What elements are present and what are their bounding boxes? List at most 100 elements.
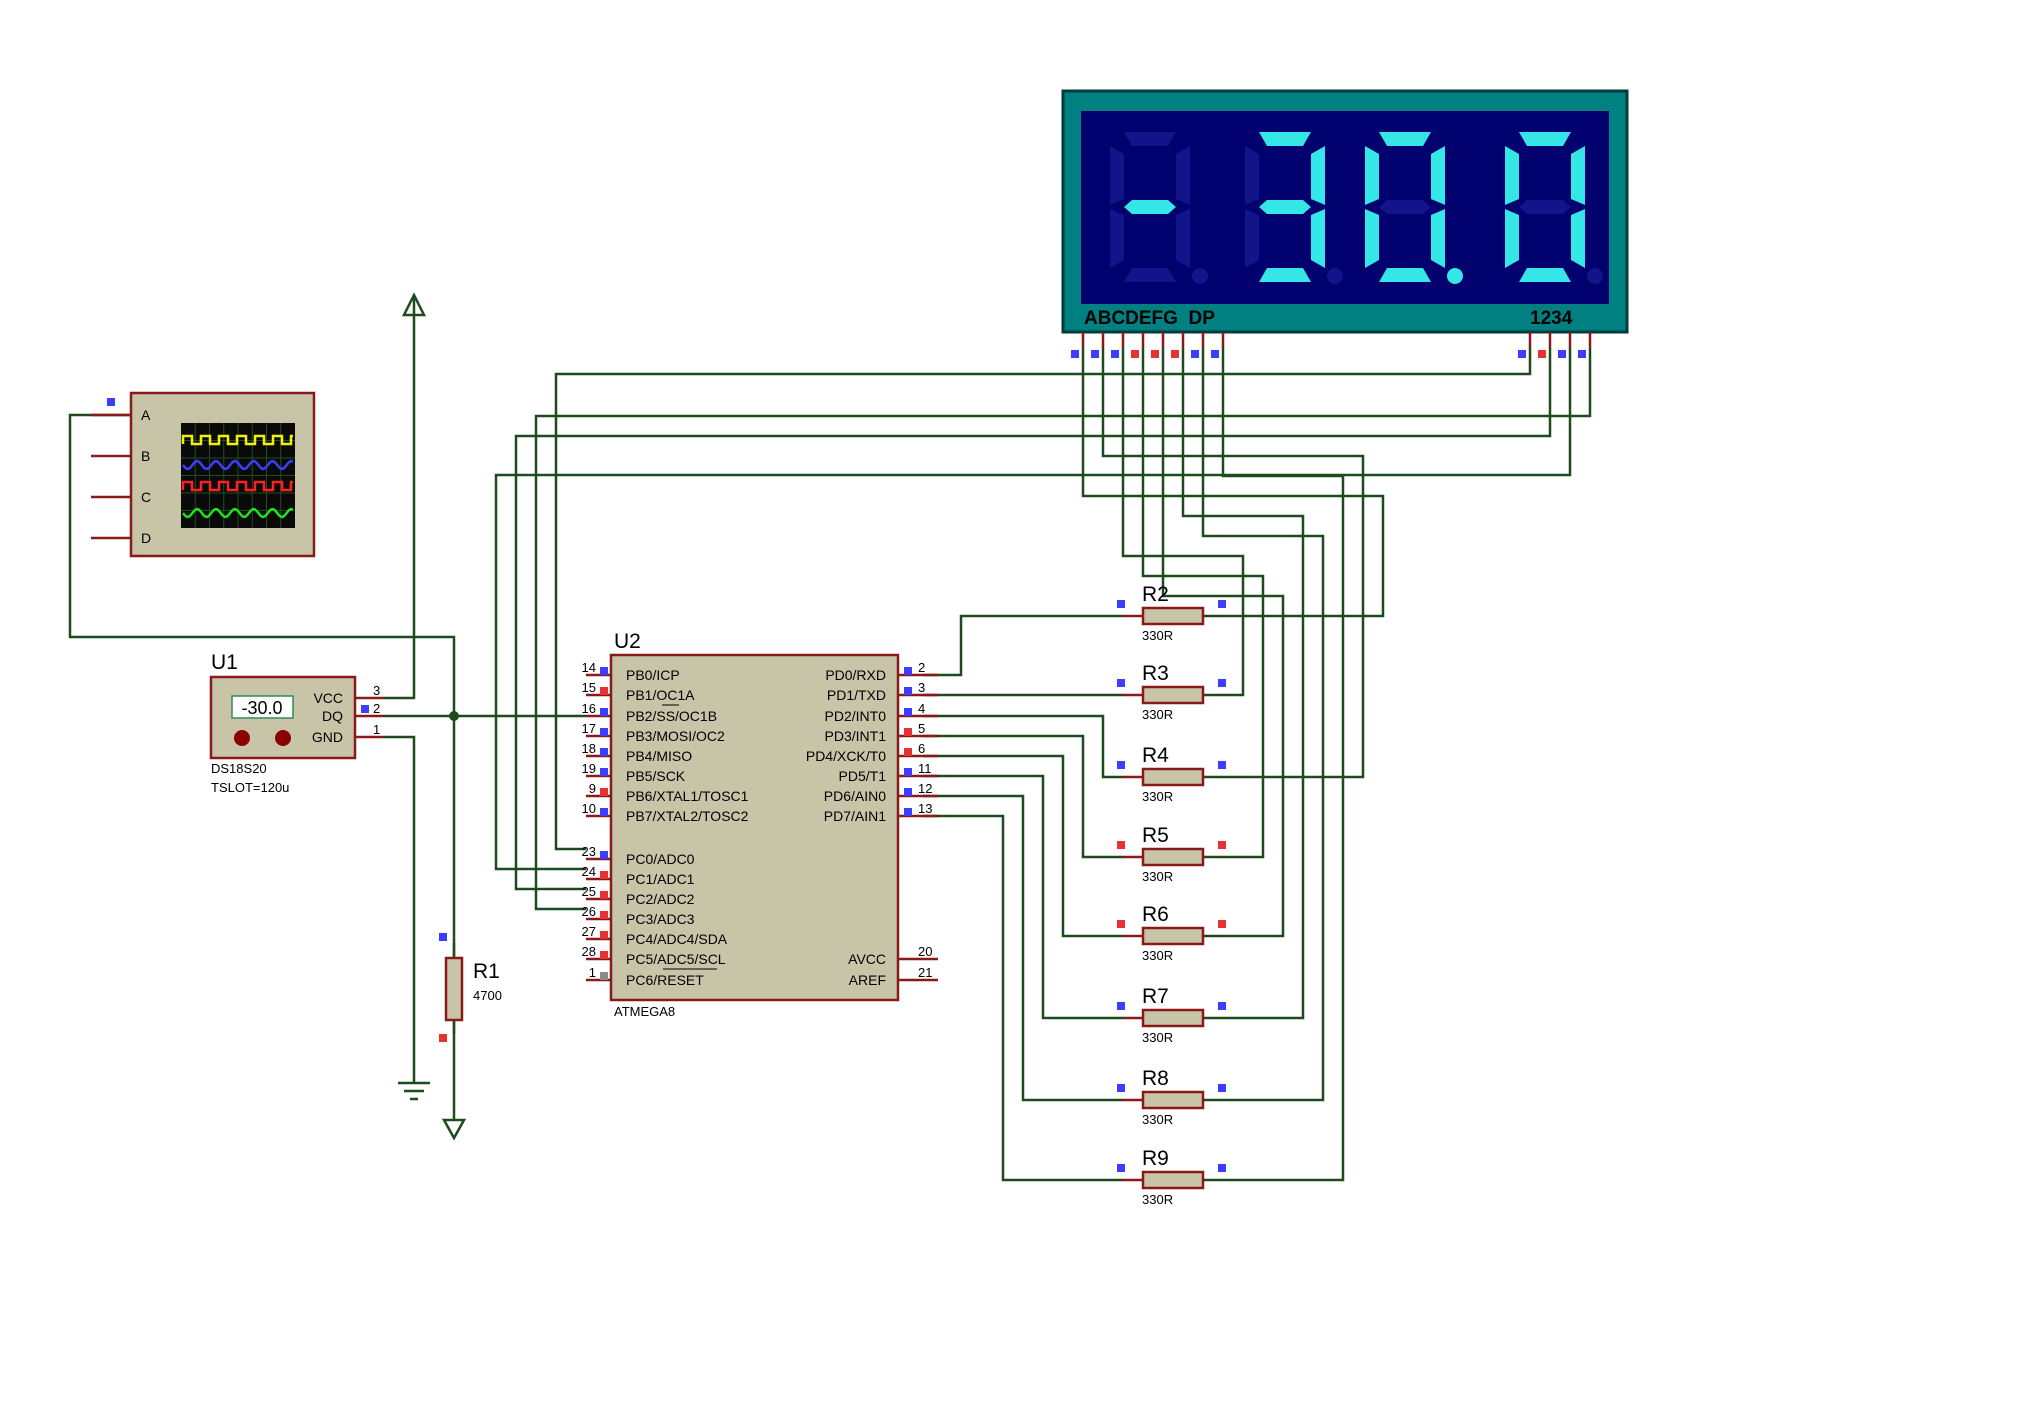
u2-pin-number: 1 bbox=[589, 965, 596, 980]
seven-segment-display[interactable]: ABCDEFG DP 1234 bbox=[1061, 89, 1629, 334]
u2-pin-number: 14 bbox=[582, 660, 596, 675]
wire-8 bbox=[514, 348, 1552, 891]
segment-b-digit-4 bbox=[1571, 146, 1585, 205]
resistor-value: 330R bbox=[1142, 948, 1173, 963]
atmega8-microcontroller[interactable]: U2 ATMEGA8 PB0/ICP14PB1/OC1A15PB2/SS/OC1… bbox=[582, 630, 938, 1019]
u1-pin-number: 3 bbox=[373, 683, 380, 698]
wire-12 bbox=[923, 714, 1123, 779]
u2-pin-terminal bbox=[904, 748, 912, 756]
resistor-r1[interactable]: R1 4700 bbox=[439, 933, 502, 1042]
display-pin-terminal bbox=[1538, 350, 1546, 358]
r1-value: 4700 bbox=[473, 988, 502, 1003]
wire-6 bbox=[554, 348, 1532, 851]
u2-pin-terminal bbox=[600, 851, 608, 859]
wire-25 bbox=[1203, 348, 1345, 1182]
resistor-value: 330R bbox=[1142, 707, 1173, 722]
u2-pin-number: 28 bbox=[582, 944, 596, 959]
u2-pin-terminal bbox=[600, 808, 608, 816]
display-pins bbox=[1071, 332, 1592, 358]
u2-pin-name: PD6/AIN0 bbox=[824, 788, 886, 804]
resistor-terminal-right bbox=[1218, 841, 1226, 849]
wire-1 bbox=[383, 295, 416, 700]
u1-reading: -30.0 bbox=[241, 698, 282, 718]
u1-ref: U1 bbox=[211, 651, 238, 674]
resistor-ref: R7 bbox=[1142, 985, 1169, 1008]
u2-pin-number: 11 bbox=[918, 761, 932, 776]
u2-pin-number: 13 bbox=[918, 801, 932, 816]
u2-pin-terminal bbox=[600, 788, 608, 796]
oscilloscope[interactable]: ABCD bbox=[91, 391, 316, 558]
u2-pin-name: PD5/T1 bbox=[839, 768, 887, 784]
display-digits bbox=[1110, 132, 1603, 284]
wire-3 bbox=[383, 735, 416, 1083]
resistor-value: 330R bbox=[1142, 1112, 1173, 1127]
u1-pin-name: GND bbox=[312, 729, 343, 745]
u2-ref: U2 bbox=[614, 630, 641, 653]
wire-10 bbox=[923, 614, 1123, 677]
segment-c-digit-3 bbox=[1431, 209, 1445, 268]
r1-body bbox=[444, 956, 464, 1022]
decimal-point-digit-2 bbox=[1327, 268, 1343, 284]
scope-channel-label: B bbox=[141, 448, 150, 464]
u1-button-decrease-icon[interactable] bbox=[234, 730, 250, 746]
display-pin-terminal bbox=[1071, 350, 1079, 358]
u2-pin-name: PC4/ADC4/SDA bbox=[626, 931, 728, 947]
wires bbox=[68, 295, 1592, 1182]
u2-pin-number: 23 bbox=[582, 844, 596, 859]
resistor-body bbox=[1141, 767, 1205, 787]
resistor-terminal-left bbox=[1117, 761, 1125, 769]
oscilloscope-inputs: ABCD bbox=[91, 398, 151, 546]
resistor-terminal-left bbox=[1117, 600, 1125, 608]
display-digit-1 bbox=[1110, 132, 1208, 284]
segment-c-digit-4 bbox=[1571, 209, 1585, 268]
u2-pin-name: PC0/ADC0 bbox=[626, 851, 695, 867]
u2-pin-number: 15 bbox=[582, 680, 596, 695]
wire-15 bbox=[923, 774, 1123, 1020]
wire-23 bbox=[1181, 348, 1305, 1020]
digit-labels: 1234 bbox=[1530, 308, 1573, 329]
scope-channel-label: D bbox=[141, 530, 151, 546]
trace-C bbox=[181, 480, 293, 492]
u2-pin-terminal bbox=[904, 728, 912, 736]
wire-21 bbox=[1141, 348, 1265, 859]
u2-pin-number: 21 bbox=[918, 965, 932, 980]
resistor-ref: R2 bbox=[1142, 583, 1169, 606]
scope-terminal bbox=[107, 398, 115, 406]
segment-c-digit-1 bbox=[1176, 209, 1190, 268]
resistor-ref: R5 bbox=[1142, 824, 1169, 847]
u2-pin-name: PB6/XTAL1/TOSC1 bbox=[626, 788, 749, 804]
scope-channel-label: A bbox=[141, 407, 151, 423]
wire-24 bbox=[1201, 348, 1325, 1102]
u2-pin-number: 24 bbox=[582, 864, 596, 879]
u2-pin-name: PC1/ADC1 bbox=[626, 871, 695, 887]
u2-pin-name: PB5/SCK bbox=[626, 768, 686, 784]
segment-resistors: R2330RR3330RR4330RR5330RR6330RR7330RR833… bbox=[1117, 583, 1226, 1207]
u1-button-increase-icon[interactable] bbox=[275, 730, 291, 746]
display-digit-2 bbox=[1245, 132, 1343, 284]
u2-pin-name: PB3/MOSI/OC2 bbox=[626, 728, 725, 744]
u2-pin-name: AREF bbox=[849, 972, 886, 988]
r1-ref: R1 bbox=[473, 960, 500, 983]
u2-pin-terminal bbox=[904, 667, 912, 675]
oscilloscope-traces bbox=[181, 434, 294, 519]
u2-pin-name: PC3/ADC3 bbox=[626, 911, 695, 927]
u1-param: TSLOT=120u bbox=[211, 780, 289, 795]
segment-labels: ABCDEFG DP bbox=[1084, 308, 1215, 329]
display-pin-terminal bbox=[1131, 350, 1139, 358]
u2-pins: PB0/ICP14PB1/OC1A15PB2/SS/OC1B16PB3/MOSI… bbox=[582, 660, 938, 988]
segment-a-digit-4 bbox=[1519, 132, 1571, 146]
u2-pin-name: PB4/MISO bbox=[626, 748, 692, 764]
u2-pin-name: PB2/SS/OC1B bbox=[626, 708, 717, 724]
power-terminal-icon bbox=[401, 292, 427, 317]
display-pin-terminal bbox=[1518, 350, 1526, 358]
u2-pin-name: PD2/INT0 bbox=[825, 708, 887, 724]
